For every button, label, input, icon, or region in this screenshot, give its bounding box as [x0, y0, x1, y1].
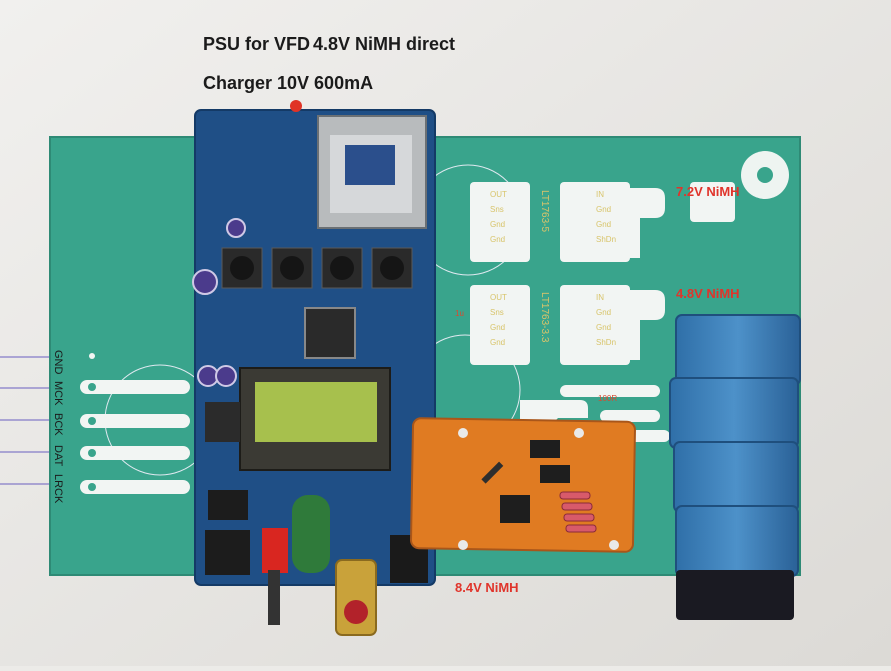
pin-in-mid: IN: [596, 293, 604, 302]
title-charger: Charger 10V 600mA: [203, 73, 374, 93]
label-8v4-nimh: 8.4V NiMH: [455, 580, 519, 595]
pin-gnd-mid: Gnd: [490, 323, 505, 332]
pin-shdn-top: ShDn: [596, 235, 616, 244]
pin-gnd3-top: Gnd: [596, 205, 611, 214]
title-nimh-direct: 4.8V NiMH direct: [313, 34, 456, 54]
pin-gnd4-top: Gnd: [596, 220, 611, 229]
pin-out-top: OUT: [490, 190, 507, 199]
title-psu: PSU for VFD: [203, 34, 311, 54]
signal-label-lrck: LRCK: [52, 474, 64, 504]
pin-in-top: IN: [596, 190, 604, 199]
signal-label-bck: BCK: [52, 413, 64, 436]
chip-label-top: LT1763-5: [539, 190, 550, 233]
pin-gnd3-mid: Gnd: [596, 308, 611, 317]
pin-shdn-mid: ShDn: [596, 338, 616, 347]
pin-gnd-top: Gnd: [490, 220, 505, 229]
pin-sense-top: Sns: [490, 205, 504, 214]
pin-gnd2-mid: Gnd: [490, 338, 505, 347]
cap-label: 1u: [455, 309, 464, 318]
resistor-label: 100R: [598, 394, 617, 403]
main-board: [192, 100, 436, 636]
chip-label-mid: LT1763-3.3: [539, 292, 550, 343]
pin-gnd2-top: Gnd: [490, 235, 505, 244]
signal-wires: [0, 356, 50, 485]
pin-out-mid: OUT: [490, 293, 507, 302]
adapter-board: [410, 417, 636, 553]
signal-label-gnd: GND: [52, 350, 64, 375]
label-7v2-nimh: 7.2V NiMH: [676, 184, 740, 199]
pin-gnd4-mid: Gnd: [596, 323, 611, 332]
pin-sense-mid: Sns: [490, 308, 504, 317]
label-4v8-nimh: 4.8V NiMH: [676, 286, 740, 301]
signal-label-dat: DAT: [52, 445, 64, 466]
capacitor-stack: [669, 314, 801, 620]
signal-label-mck: MCK: [52, 381, 64, 406]
